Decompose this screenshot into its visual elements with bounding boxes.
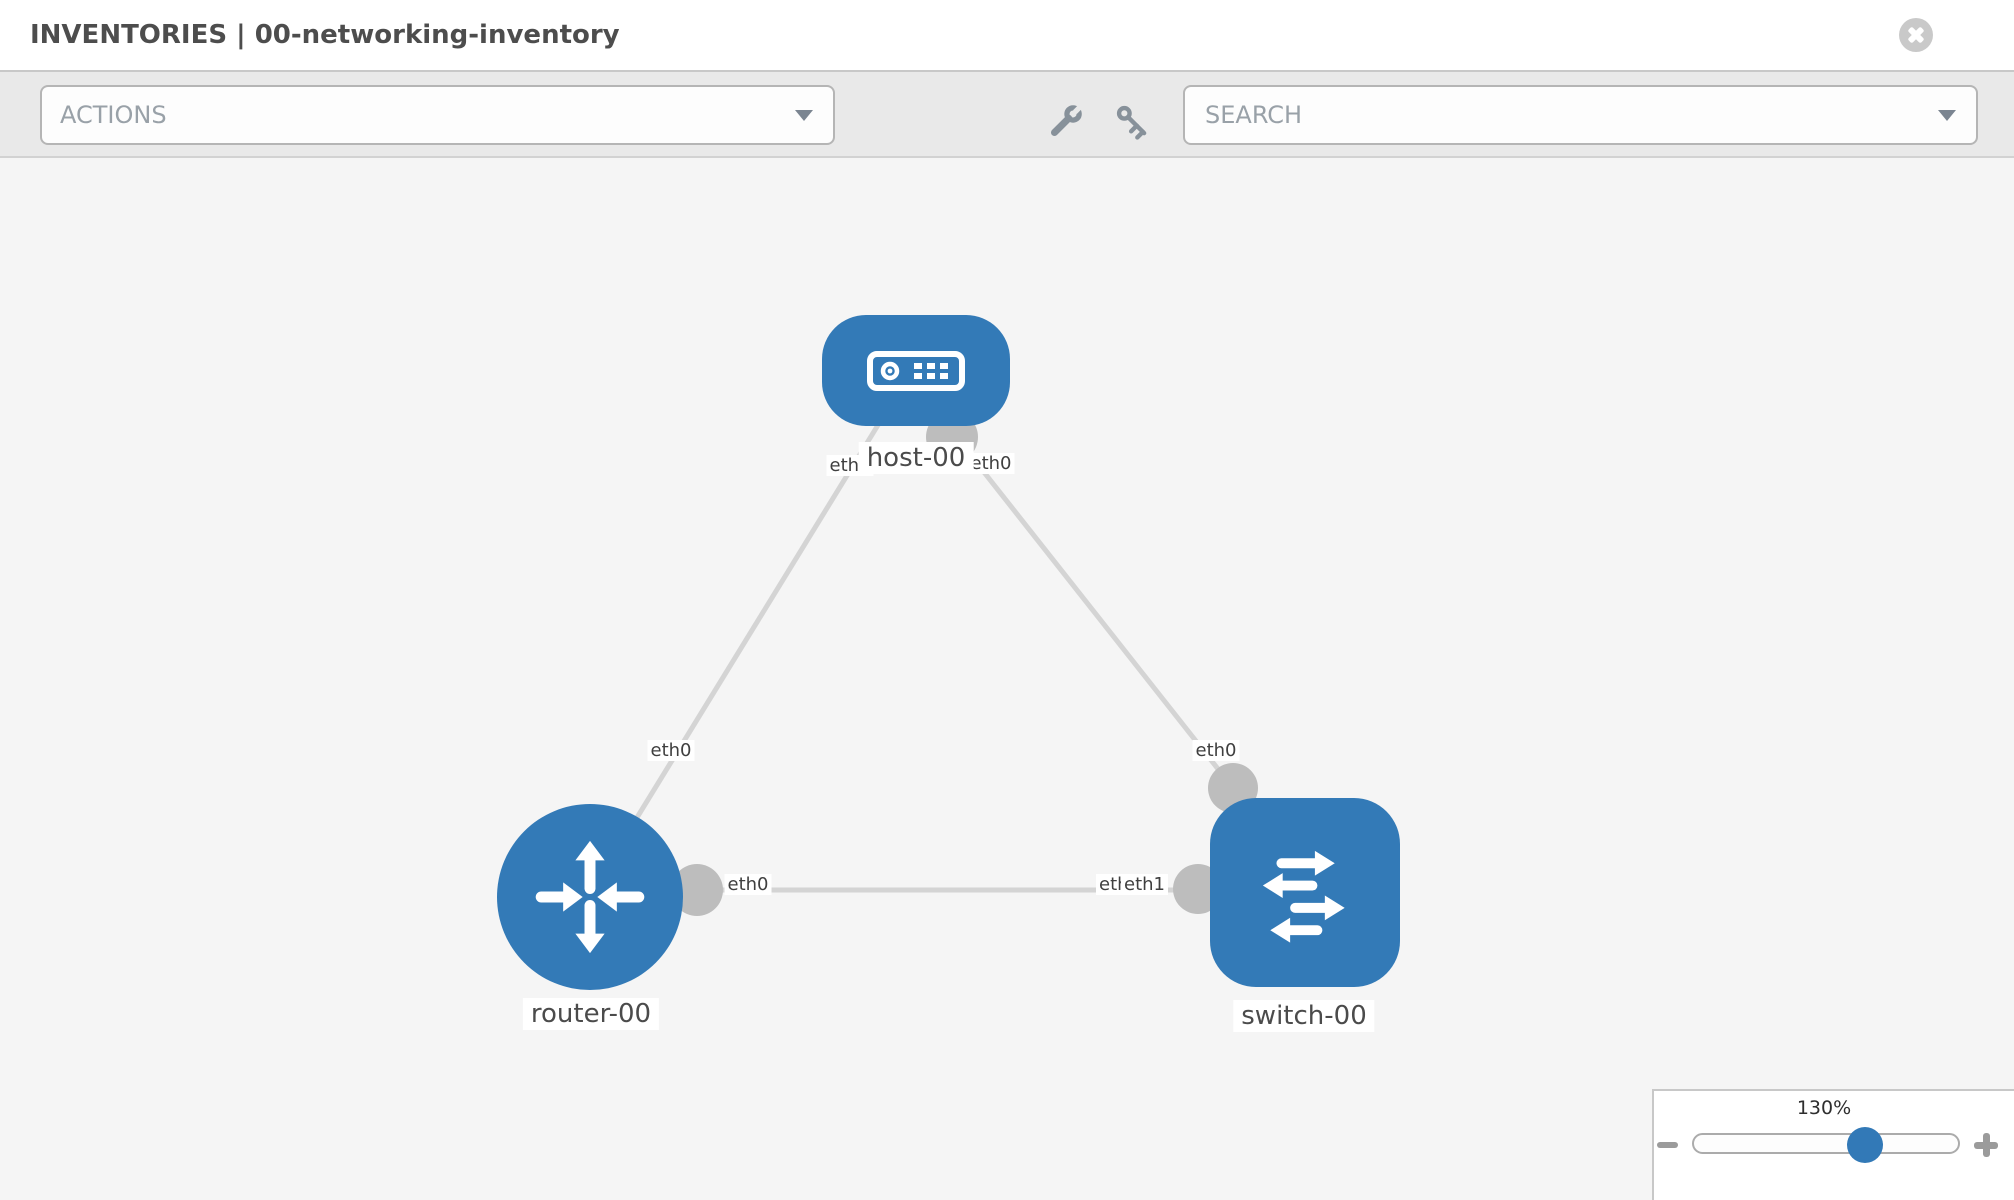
actions-dropdown[interactable]: ACTIONS: [40, 85, 835, 145]
key-icon[interactable]: [1112, 101, 1154, 143]
node-switch-00[interactable]: [1210, 798, 1400, 987]
node-label-switch: switch-00: [1233, 1000, 1375, 1032]
wrench-icon[interactable]: [1044, 101, 1086, 143]
zoom-slider-track[interactable]: [1692, 1133, 1960, 1154]
if-label-router-eth0-top: eth0: [647, 740, 695, 761]
zoom-panel: 130%: [1652, 1089, 2014, 1200]
zoom-level: 130%: [1796, 1097, 1852, 1119]
link-host-router[interactable]: [619, 410, 889, 844]
node-router-00[interactable]: [497, 804, 683, 990]
page-title: INVENTORIES | 00-networking-inventory: [30, 20, 620, 50]
search-dropdown[interactable]: SEARCH: [1183, 85, 1978, 145]
node-label-router: router-00: [522, 998, 660, 1030]
if-label-host-eth0-right: eth0: [967, 453, 1015, 474]
chevron-down-icon: [795, 110, 813, 121]
header-bar: INVENTORIES | 00-networking-inventory: [0, 0, 2014, 72]
actions-dropdown-label: ACTIONS: [60, 101, 167, 129]
link-host-switch[interactable]: [944, 422, 1235, 790]
if-label-router-eth0-right: eth0: [724, 874, 772, 895]
if-label-switch-eth1: eth1: [1121, 874, 1168, 895]
zoom-slider-thumb[interactable]: [1847, 1127, 1883, 1163]
toolbar: ACTIONS SEARCH: [0, 72, 2014, 158]
zoom-in-button[interactable]: [1974, 1133, 1998, 1157]
node-label-host: host-00: [858, 442, 974, 474]
if-label-switch-eth0-top: eth0: [1192, 740, 1240, 761]
port-connector-router: [671, 864, 723, 916]
close-icon[interactable]: [1899, 18, 1933, 52]
zoom-out-button[interactable]: [1657, 1142, 1678, 1148]
switch-icon: [1262, 850, 1345, 943]
search-input[interactable]: SEARCH: [1205, 101, 1303, 129]
host-icon: [867, 350, 965, 391]
router-icon: [535, 840, 645, 954]
chevron-down-icon: [1938, 110, 1956, 121]
node-host-00[interactable]: [822, 315, 1010, 426]
